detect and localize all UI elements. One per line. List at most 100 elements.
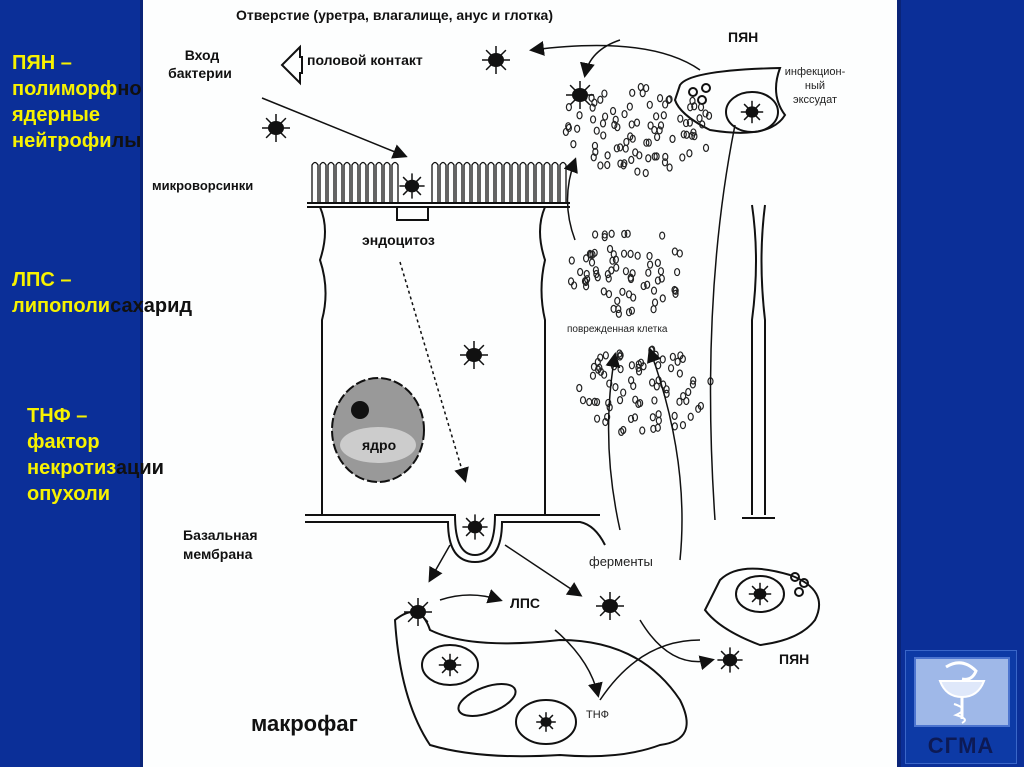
panel-right-edge: [897, 0, 901, 767]
debris-particle: [586, 249, 594, 258]
panel-left-edge: [140, 0, 143, 767]
debris-particle: [662, 152, 669, 161]
entry-label-1: Вход: [185, 47, 220, 63]
debris-particle: [660, 111, 667, 120]
debris-particle: [639, 426, 646, 435]
debris-particle: [621, 109, 628, 119]
debris-particle: [686, 149, 693, 158]
microvillus: [559, 161, 567, 203]
debris-particle: [620, 161, 627, 170]
debris-particle: [608, 266, 615, 275]
debris-particle: [601, 89, 608, 98]
debris-particle: [620, 249, 628, 258]
debris-particle: [645, 154, 652, 163]
debris-particle: [676, 369, 683, 378]
microvillus: [327, 161, 335, 203]
debris-particle: [654, 132, 661, 142]
debris-particle: [647, 121, 654, 130]
debris-particle: [702, 109, 709, 118]
bacterium-icon: [438, 653, 462, 677]
microvillus: [511, 161, 519, 203]
debris-particle: [584, 274, 591, 284]
entry-arrow: [261, 97, 408, 159]
debris-particle: [671, 247, 678, 256]
debris-particle: [631, 413, 639, 422]
debris-particle: [669, 134, 676, 143]
debris-particle: [637, 398, 644, 408]
debris-particle: [627, 414, 635, 424]
debris-particle: [604, 160, 611, 170]
debris-particle: [677, 114, 684, 123]
debris-particle: [672, 289, 679, 298]
microvillus: [439, 161, 447, 203]
debris-particle: [655, 410, 662, 419]
debris-particle: [601, 112, 609, 121]
debris-particle: [628, 306, 636, 315]
debris-particle: [586, 397, 593, 407]
bacterium-icon: [262, 114, 290, 142]
bowl-of-hygieia-icon: [938, 661, 986, 724]
debris-particle: [614, 123, 621, 132]
debris-particle: [646, 251, 653, 261]
debris-particle: [674, 267, 681, 277]
debris-particle: [676, 397, 683, 406]
legend-tnf-line4: опухоли: [27, 483, 111, 505]
debris-particle: [600, 287, 607, 296]
lps-label: ЛПС: [510, 595, 540, 611]
debris-particle: [626, 102, 633, 111]
debris-particle: [683, 396, 690, 406]
bacterium-icon: [482, 46, 510, 74]
debris-particle: [666, 163, 673, 172]
debris-particle: [589, 371, 597, 380]
legend-tnf-line1: ТНФ –: [27, 405, 88, 427]
debris-particle: [686, 118, 693, 127]
debris-particle: [605, 289, 613, 299]
debris-particle: [629, 134, 636, 143]
debris-particle: [689, 96, 696, 105]
bacterium-icon: [748, 582, 772, 606]
debris-particle: [576, 111, 583, 120]
debris-particle: [645, 138, 652, 147]
debris-particle: [618, 427, 625, 436]
debris-particle: [579, 396, 587, 405]
debris-particle: [617, 159, 624, 168]
sgma-logo: СГМА: [905, 650, 1017, 764]
legend-pyan-line1: ПЯН –: [12, 52, 72, 74]
debris-particle: [659, 355, 666, 364]
debris-particle: [613, 263, 620, 272]
microvillus: [335, 161, 343, 203]
microvillus: [375, 161, 383, 203]
debris-particle: [690, 128, 697, 137]
debris-particle: [570, 281, 578, 290]
damaged-cell-label: поврежденная клетка: [567, 324, 668, 335]
debris-particle: [639, 89, 646, 98]
legend-text: нейтрофи: [12, 130, 112, 152]
debris-particle: [590, 362, 598, 371]
debris-particle: [588, 258, 596, 267]
entry-label-2: бактерии: [168, 65, 232, 81]
debris-particle: [599, 119, 607, 128]
legend-tnf-line3: некротизации: [27, 455, 164, 481]
debris-particle: [600, 131, 607, 140]
debris-particle: [597, 353, 604, 362]
debris-particle: [672, 286, 679, 295]
debris-particle: [612, 382, 619, 392]
bacterium-icon: [399, 173, 425, 199]
debris-particle: [570, 140, 577, 149]
debris-particle: [634, 251, 641, 260]
microvillus: [471, 161, 479, 203]
debris-particle: [656, 94, 664, 103]
bacterium-icon: [740, 100, 764, 124]
legend-pyan: ПЯН – полиморфно ядерные нейтрофилы: [12, 50, 142, 154]
debris-particle: [657, 267, 665, 276]
debris-particle: [609, 106, 617, 116]
debris-particle: [597, 95, 604, 104]
debris-particle: [629, 88, 636, 97]
debris-particle: [605, 274, 612, 283]
debris-particle: [646, 260, 654, 269]
debris-particle: [702, 143, 710, 153]
microvillus: [503, 161, 511, 203]
damaged-cell-debris: [562, 82, 714, 436]
debris-particle: [674, 357, 681, 366]
